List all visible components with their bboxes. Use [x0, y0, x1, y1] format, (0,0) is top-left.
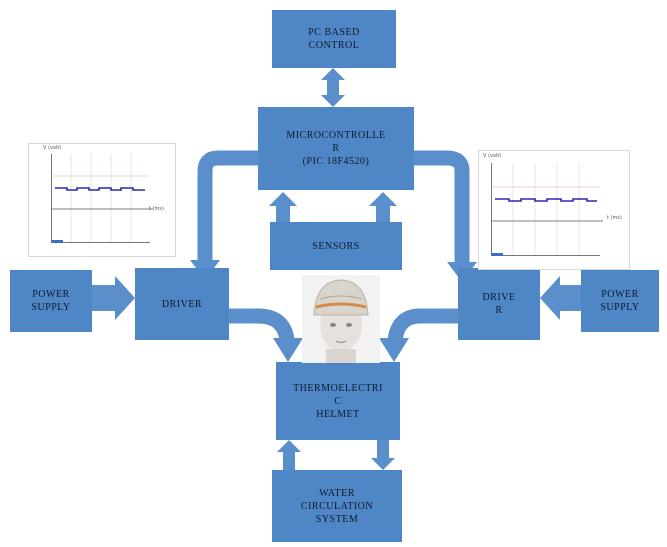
arrow-pc-mcu	[321, 68, 345, 107]
microcontroller-block: MICROCONTROLLE R (PIC 18F4520)	[258, 107, 414, 190]
driver-right-block: DRIVE R	[458, 268, 540, 340]
pwm-waveform-left: V (volt) t (ms)	[28, 143, 176, 257]
arrow-helmet-water-down	[371, 440, 395, 470]
arrow-sensors-mcu-left	[269, 192, 297, 222]
arrow-power-left-driver	[92, 276, 135, 320]
pwm-left-x-label: t (ms)	[149, 206, 164, 212]
power-supply-left-block: POWER SUPPLY	[10, 270, 92, 332]
driver-left-block: DRIVER	[135, 268, 229, 340]
connector-mcu-driver-left	[197, 150, 261, 270]
connector-mcu-driver-right	[411, 150, 470, 270]
pwm-right-x-label: t (ms)	[607, 215, 622, 221]
helmet-wearer-photo	[302, 275, 380, 363]
arrow-sensors-mcu-right	[369, 192, 397, 222]
pwm-left-axes	[51, 154, 150, 243]
pwm-right-y-label: V (volt)	[483, 153, 502, 159]
connector-driver-left-helmet	[229, 308, 295, 342]
arrowhead-helmet-right	[379, 338, 409, 362]
connector-driver-right-helmet	[387, 308, 458, 342]
sensors-block: SENSORS	[270, 222, 402, 270]
pc-based-control-block: PC BASED CONTROL	[272, 10, 396, 68]
arrow-water-helmet-up	[277, 440, 301, 470]
pwm-waveform-right: V (volt) t (ms)	[478, 150, 630, 270]
arrow-power-right-driver	[540, 276, 581, 320]
pwm-left-trace	[51, 154, 153, 243]
thermoelectric-helmet-block: THERMOELECTRI C HELMET	[276, 362, 400, 440]
pwm-right-axes	[491, 163, 600, 256]
arrowhead-helmet-left	[273, 338, 303, 362]
water-circulation-block: WATER CIRCULATION SYSTEM	[272, 470, 402, 542]
power-supply-right-block: POWER SUPPLY	[581, 270, 659, 332]
pwm-left-y-label: V (volt)	[43, 145, 62, 151]
pwm-right-trace	[491, 163, 603, 256]
